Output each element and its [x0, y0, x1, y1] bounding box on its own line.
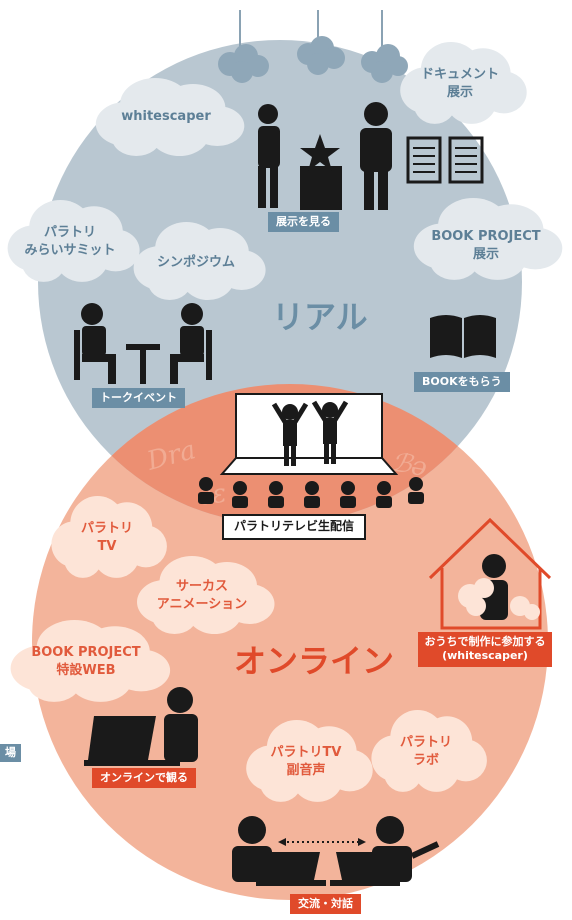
audience-icon [198, 477, 424, 508]
tag-make-at-home-label: おうちで制作に参加する [424, 635, 546, 648]
side-label: 場 [0, 744, 21, 763]
cloud-paratori-lab: パラトリ ラボ [399, 735, 452, 768]
exhibit-scene-icon [258, 102, 484, 210]
cloud-circus-animation: サーカス アニメーション [156, 579, 248, 612]
cloud-book-project-web: BOOK PROJECT 特設WEB [31, 645, 141, 678]
exchange-icon [232, 816, 440, 886]
cloud-paratori-tv: パラトリ TV [80, 521, 133, 554]
cloud-book-project-exhibit: BOOK PROJECT 展示 [431, 229, 541, 262]
zone-title-online: オンライン [234, 642, 395, 680]
home-icon [428, 517, 552, 630]
talk-event-icon [74, 303, 212, 384]
cloud-paratori-summit: パラトリ みらいサミット [24, 225, 116, 258]
hanging-cloud-icon [218, 36, 408, 83]
tag-see-exhibit: 展示を見る [268, 212, 339, 233]
tag-exchange: 交流・対話 [290, 894, 361, 915]
cloud-documentary-exhibit: ドキュメント 展示 [420, 67, 499, 100]
cloud-symposium: シンポジウム [156, 255, 235, 270]
cloud-whitescaper: whitescaper [121, 109, 211, 124]
dotted-arrow-icon [278, 838, 366, 846]
tag-talk-event: トークイベント [92, 388, 185, 409]
laptop-viewer-icon [84, 687, 198, 766]
svg-text:ℬə: ℬə [389, 447, 429, 483]
tag-make-at-home-sub: (whitescaper) [442, 649, 528, 663]
tag-make-at-home: おうちで制作に参加する (whitescaper) [418, 632, 552, 667]
tag-live-stream: パラトリテレビ生配信 [222, 514, 367, 540]
cloud-paratori-tv-audio: パラトリTV 副音声 [270, 745, 342, 778]
zone-title-real: リアル [272, 298, 368, 336]
tag-watch-online: オンラインで観る [92, 768, 196, 789]
tag-get-book: BOOKをもらう [414, 372, 510, 393]
ceiling-clouds [218, 10, 408, 83]
live-stage-icon [219, 393, 399, 475]
open-book-icon [430, 315, 496, 358]
